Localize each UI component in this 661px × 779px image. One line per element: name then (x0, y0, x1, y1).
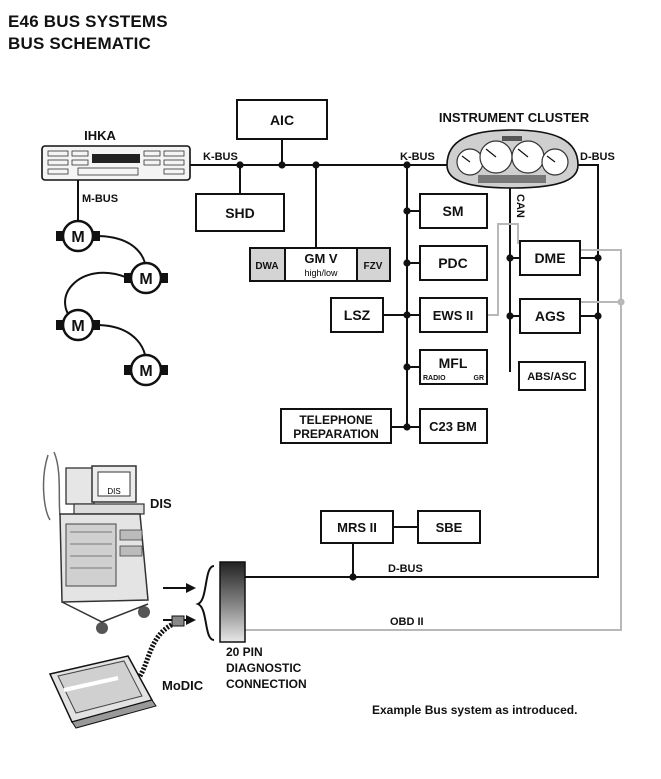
d-bus-top-label: D-BUS (580, 151, 615, 163)
lsz-box (330, 297, 384, 333)
pdc-label: PDC (438, 255, 468, 271)
ags-label: AGS (535, 308, 565, 324)
motor-4: M (124, 353, 168, 387)
c23-box (419, 408, 488, 444)
k-bus-left-label: K-BUS (203, 151, 238, 163)
svg-text:M: M (139, 271, 152, 288)
motor-1: M (56, 219, 100, 253)
abs-box (518, 361, 586, 391)
ihka-control-panel (41, 145, 191, 181)
obd-line (245, 249, 622, 631)
connection-arrows (163, 565, 215, 641)
mfl-radio-label: RADIO (423, 375, 446, 382)
shd-label: SHD (225, 205, 255, 221)
instrument-cluster-label: INSTRUMENT CLUSTER (439, 110, 590, 125)
title-line-1: E46 BUS SYSTEMS (8, 12, 168, 31)
gmv-box (284, 247, 358, 282)
d-bus-bottom-label: D-BUS (388, 563, 423, 575)
telephone-label-2: PREPARATION (293, 427, 379, 441)
mfl-label: MFL (439, 355, 468, 371)
sbe-box (417, 510, 481, 544)
gmv-sub-label: high/low (304, 268, 338, 278)
svg-text:M: M (71, 229, 84, 246)
shd-box (195, 193, 285, 232)
gmv-label: GM V (304, 251, 338, 266)
sm-box (419, 193, 488, 229)
instrument-cluster-graphic (446, 129, 579, 189)
ihka-label: IHKA (84, 128, 116, 143)
svg-text:M: M (71, 318, 84, 335)
junction-dots (236, 161, 625, 581)
mrs-box (320, 510, 394, 544)
ews-box (419, 297, 488, 333)
c23-label: C23 BM (429, 419, 477, 434)
pin-label-2: DIAGNOSTIC (226, 661, 302, 675)
ews-label: EWS II (433, 308, 473, 323)
fzv-box (356, 247, 391, 282)
ags-box (519, 298, 581, 334)
title-line-2: BUS SCHEMATIC (8, 34, 152, 53)
diagnostic-connector (219, 561, 246, 643)
dis-label: DIS (150, 496, 172, 511)
abs-label: ABS/ASC (527, 371, 577, 383)
aic-box (236, 99, 328, 140)
sbe-label: SBE (436, 520, 463, 535)
motor-2: M (124, 261, 168, 295)
dme-box (519, 240, 581, 276)
lsz-label: LSZ (344, 307, 371, 323)
motor-3: M (56, 308, 100, 342)
ews-obd-wire (487, 223, 519, 316)
mfl-gr-label: GR (474, 375, 485, 382)
m-bus-label: M-BUS (82, 193, 118, 205)
dis-screen-label: DIS (107, 487, 120, 496)
pin-label-3: CONNECTION (226, 677, 307, 691)
dis-tester-illustration (42, 451, 150, 634)
mfl-box (419, 349, 488, 385)
aic-label: AIC (270, 112, 294, 128)
sm-label: SM (443, 203, 464, 219)
modic-illustration (48, 615, 185, 729)
mrs-label: MRS II (337, 520, 377, 535)
obd-label: OBD II (390, 616, 424, 628)
d-bus-line (245, 164, 599, 578)
can-label: CAN (514, 194, 526, 218)
k-bus-right-label: K-BUS (400, 151, 435, 163)
svg-text:M: M (139, 363, 152, 380)
dme-label: DME (534, 250, 565, 266)
telephone-box (280, 408, 392, 444)
modic-label: MoDIC (162, 678, 204, 693)
footnote: Example Bus system as introduced. (372, 703, 577, 717)
telephone-label-1: TELEPHONE (299, 413, 372, 427)
pin-label-1: 20 PIN (226, 645, 263, 659)
dwa-label: DWA (255, 261, 278, 272)
pdc-box (419, 245, 488, 281)
fzv-label: FZV (364, 261, 383, 272)
